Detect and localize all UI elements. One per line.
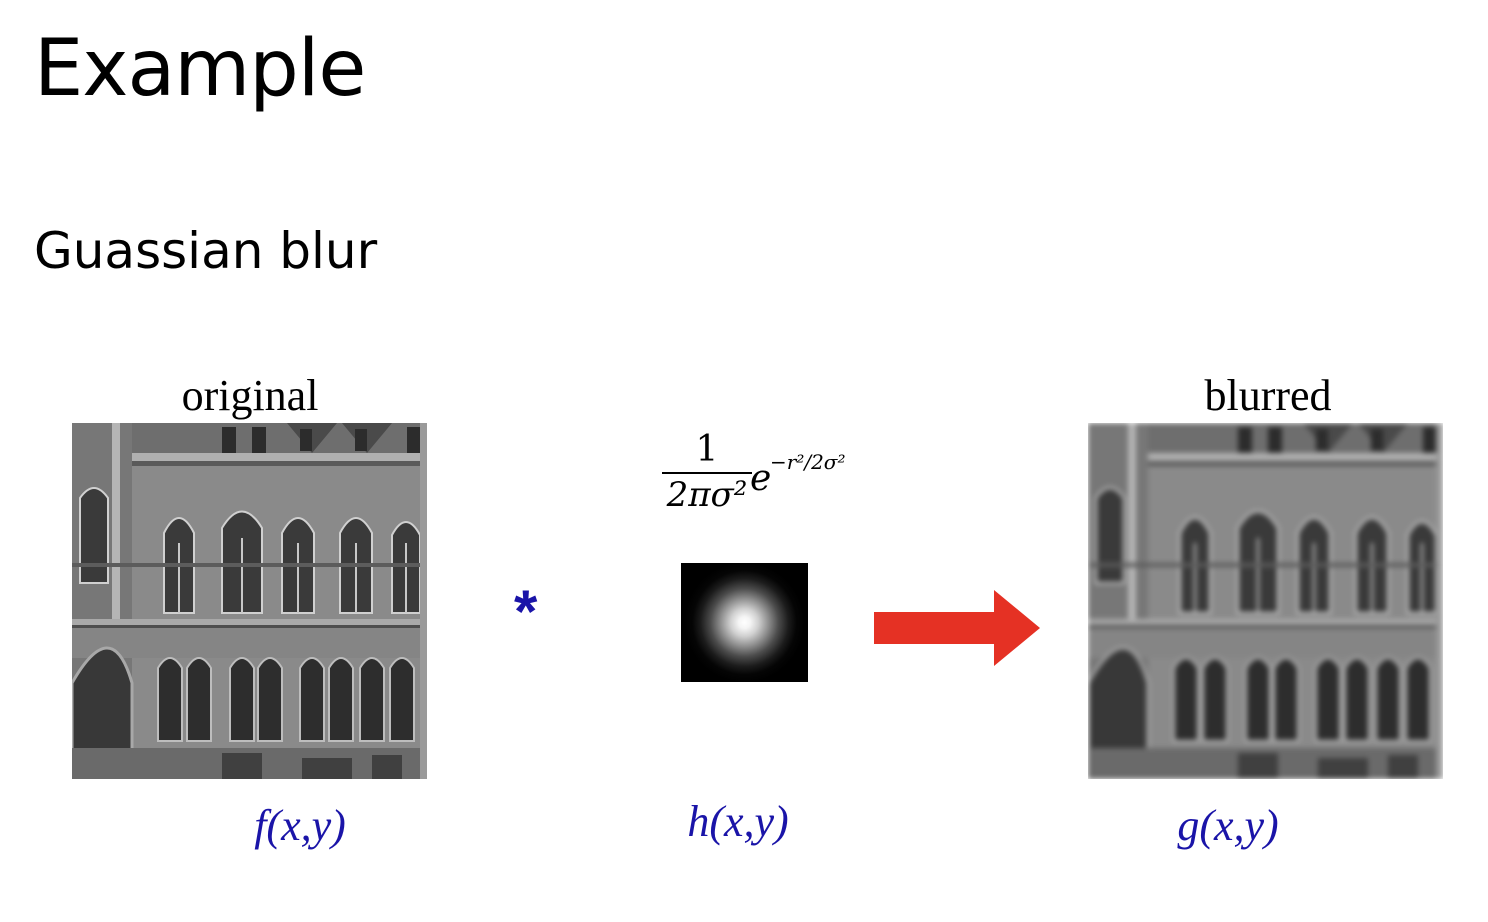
formula-denominator: 2πσ² bbox=[666, 475, 748, 515]
original-image bbox=[72, 423, 427, 779]
slide-subtitle: Guassian blur bbox=[34, 222, 378, 280]
blurred-image bbox=[1088, 423, 1443, 779]
formula-base: e bbox=[750, 458, 772, 499]
formula-numerator: 1 bbox=[695, 429, 719, 470]
original-caption: original bbox=[181, 371, 319, 420]
formula-exponent: −r²/2σ² bbox=[770, 450, 846, 474]
slide-title: Example bbox=[34, 24, 366, 114]
right-arrow-icon bbox=[874, 590, 1042, 671]
kernel-label: h(x,y) bbox=[687, 797, 789, 846]
blurred-label: g(x,y) bbox=[1177, 801, 1279, 850]
gaussian-formula: 1 2πσ² e −r²/2σ² bbox=[662, 432, 902, 532]
convolution-operator-icon: * bbox=[514, 578, 538, 645]
fraction-bar bbox=[662, 472, 752, 474]
gaussian-kernel-image bbox=[681, 563, 808, 682]
formula-fraction: 1 2πσ² bbox=[662, 432, 752, 512]
blurred-caption: blurred bbox=[1204, 371, 1332, 420]
original-label: f(x,y) bbox=[254, 801, 346, 850]
